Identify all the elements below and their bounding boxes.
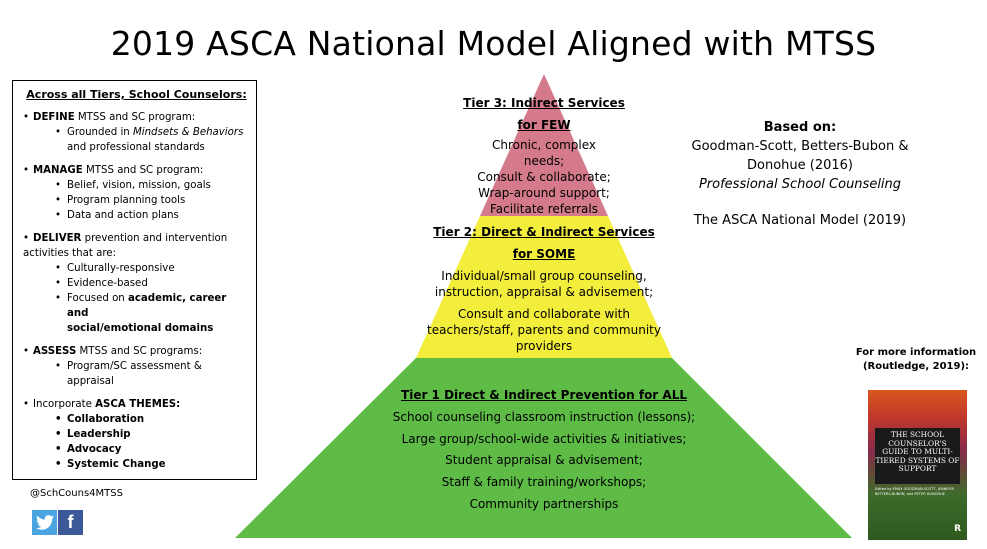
define-label: DEFINE — [33, 112, 75, 123]
more-info-line: For more information — [855, 347, 977, 358]
book-title: THE SCHOOL COUNSELOR'S GUIDE TO MULTI-TI… — [875, 428, 960, 484]
tier1-heading: Tier 1 Direct & Indirect Prevention for … — [401, 388, 687, 402]
theme-item: Collaboration — [67, 414, 145, 425]
assess-text: MTSS and SC programs: — [76, 346, 203, 357]
list-item-cont: appraisal — [67, 376, 114, 387]
define-section: •DEFINE MTSS and SC program: •Grounded i… — [23, 112, 244, 153]
list-item: Culturally-responsive — [67, 263, 175, 274]
tier3-line: Chronic, complex — [491, 138, 596, 152]
deliver-text: prevention and intervention — [81, 233, 228, 244]
manage-text: MTSS and SC program: — [82, 165, 204, 176]
incorporate-section: •Incorporate ASCA THEMES: •Collaboration… — [23, 399, 181, 470]
list-item: Program/SC assessment & — [67, 361, 202, 372]
focus-text: Focused on — [67, 293, 128, 304]
tier2-text: Tier 2: Direct & Indirect Services for S… — [414, 224, 674, 354]
reference-journal: Professional School Counseling — [698, 177, 902, 192]
tier2-section — [416, 216, 672, 358]
tier1-text: Tier 1 Direct & Indirect Prevention for … — [384, 385, 704, 516]
manage-section: •MANAGE MTSS and SC program: •Belief, vi… — [23, 165, 211, 221]
tier1-section — [235, 358, 852, 538]
list-item: Program planning tools — [67, 195, 186, 206]
tier2-heading: Tier 2: Direct & Indirect Services — [433, 225, 655, 239]
roles-header: Across all Tiers, School Counselors: — [26, 88, 247, 101]
school-counselor-roles-box: Across all Tiers, School Counselors: •DE… — [12, 80, 257, 480]
tier2-line: providers — [515, 339, 573, 353]
references: Based on: Goodman-Scott, Betters-Bubon &… — [690, 118, 910, 230]
focus-bold-text-cont: social/emotional domains — [67, 323, 214, 334]
incorporate-text: Incorporate — [33, 399, 96, 410]
define-item-cont: and professional standards — [67, 142, 205, 153]
reference-authors-cont: Donohue (2016) — [747, 158, 853, 173]
twitter-handle[interactable]: @SchCouns4MTSS — [30, 488, 123, 499]
social-links: f — [32, 510, 83, 535]
facebook-icon[interactable]: f — [58, 510, 83, 535]
tier1-line: Community partnerships — [469, 496, 619, 511]
tier1-line: Student appraisal & advisement; — [445, 453, 643, 468]
manage-label: MANAGE — [33, 165, 83, 176]
book-authors: Edited by EMILY GOODMAN-SCOTT, JENNIFER … — [875, 487, 954, 496]
tier3-line: Facilitate referrals — [490, 202, 598, 216]
tier3-heading: Tier 3: Indirect Services — [463, 96, 625, 110]
mindsets-text: Mindsets & Behaviors — [132, 127, 244, 138]
tier3-text: Tier 3: Indirect Services for FEW Chroni… — [444, 95, 644, 217]
list-item: Data and action plans — [67, 210, 179, 221]
tier3-section — [480, 74, 608, 216]
deliver-section: •DELIVER prevention and intervention act… — [23, 233, 228, 334]
reference-authors: Goodman-Scott, Betters-Bubon & — [691, 139, 909, 154]
list-item: Belief, vision, mission, goals — [67, 180, 211, 191]
tier1-line: Staff & family training/workshops; — [441, 475, 647, 490]
tier3-line: needs; — [523, 154, 565, 168]
deliver-text-cont: activities that are: — [23, 248, 117, 259]
tier3-subheading: for FEW — [517, 118, 571, 132]
tier2-line: instruction, appraisal & advisement; — [434, 285, 654, 299]
deliver-label: DELIVER — [33, 233, 82, 244]
facebook-glyph: f — [67, 512, 74, 532]
tier3-line: Consult & collaborate; — [477, 170, 611, 184]
focus-bold-text: academic, career and — [67, 293, 227, 319]
theme-item: Systemic Change — [67, 459, 166, 470]
tier2-subheading: for SOME — [512, 247, 576, 261]
based-on-label: Based on: — [763, 120, 837, 135]
reference-asca-model: The ASCA National Model (2019) — [693, 213, 907, 228]
define-item: Grounded in — [67, 127, 133, 138]
assess-section: •ASSESS MTSS and SC programs: •Program/S… — [23, 346, 203, 387]
routledge-logo: R — [954, 524, 961, 534]
assess-label: ASSESS — [33, 346, 77, 357]
more-info: For more information (Routledge, 2019): — [855, 346, 977, 374]
tier1-line: Large group/school-wide activities & ini… — [401, 431, 687, 446]
more-info-line: (Routledge, 2019): — [862, 361, 970, 372]
list-item: Evidence-based — [67, 278, 148, 289]
theme-item: Leadership — [67, 429, 131, 440]
tier1-line: School counseling classroom instruction … — [392, 409, 696, 424]
book-cover[interactable]: THE SCHOOL COUNSELOR'S GUIDE TO MULTI-TI… — [868, 390, 967, 540]
tier2-line: Individual/small group counseling, — [441, 269, 647, 283]
theme-item: Advocacy — [67, 444, 122, 455]
tier2-line: Consult and collaborate with — [458, 307, 630, 321]
define-text: MTSS and SC program: — [74, 112, 196, 123]
tier2-line: teachers/staff, parents and community — [427, 323, 661, 337]
twitter-icon[interactable] — [32, 510, 57, 535]
tier3-line: Wrap-around support; — [478, 186, 610, 200]
themes-label: ASCA THEMES: — [95, 399, 181, 410]
page-title: 2019 ASCA National Model Aligned with MT… — [110, 24, 877, 63]
